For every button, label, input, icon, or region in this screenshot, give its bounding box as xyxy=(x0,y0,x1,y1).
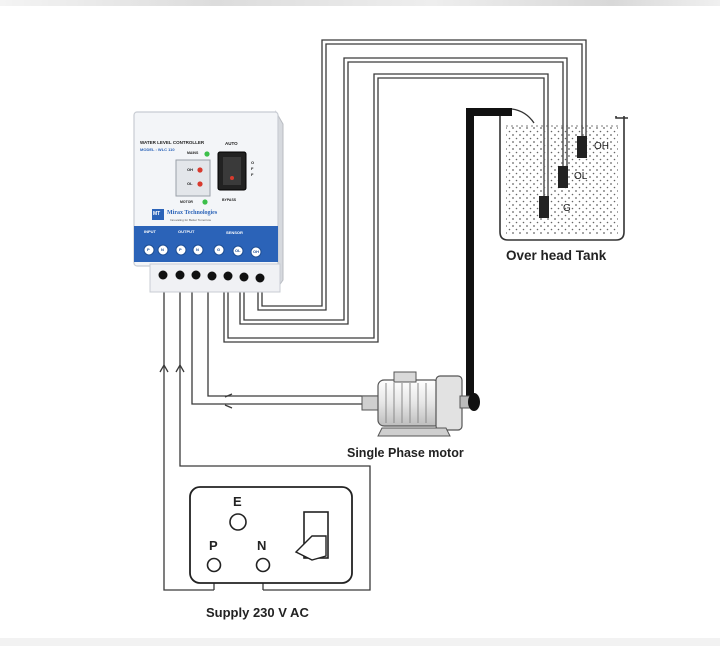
mains-led xyxy=(204,151,210,157)
terminal-hole xyxy=(255,273,265,283)
top-shade xyxy=(0,0,720,6)
panel-group-input: INPUT xyxy=(144,229,156,234)
panel-terminal-label: OL xyxy=(235,248,241,253)
panel-terminal-label: G xyxy=(217,247,221,252)
motor-label: Single Phase motor xyxy=(347,446,464,460)
mains-label: MAINS xyxy=(187,151,199,155)
terminal-hole xyxy=(223,271,233,281)
motor-led-label: MOTOR xyxy=(180,200,193,204)
panel-group-output: OUTPUT xyxy=(178,229,195,234)
motor-led xyxy=(202,199,208,205)
oh-led xyxy=(197,167,203,173)
bottom-shade xyxy=(0,638,720,646)
panel-terminals xyxy=(143,244,262,258)
panel-terminal-label: N xyxy=(161,247,164,252)
supply-switch xyxy=(294,511,329,561)
supply-box xyxy=(189,486,353,584)
panel-terminal-label: P xyxy=(147,247,150,252)
ol-probe-label: OL xyxy=(187,181,193,186)
panel-terminal-label: P xyxy=(179,247,182,252)
brand-tagline: Innovating for Better Tomorrow xyxy=(170,218,211,222)
earth-socket xyxy=(229,513,247,531)
probe-ol xyxy=(558,166,568,188)
terminal-hole xyxy=(191,270,201,280)
controller-model: MODEL : WLC 110 xyxy=(140,147,175,152)
tank-label: Over head Tank xyxy=(506,248,607,263)
panel-group-sensor: SENSOR xyxy=(226,230,243,235)
controller-title: WATER LEVEL CONTROLLER xyxy=(140,140,205,145)
terminal-hole xyxy=(158,270,168,280)
water-pipe xyxy=(466,108,535,402)
phase-label: P xyxy=(209,538,218,553)
brand-name: Mirax Technologies xyxy=(167,210,218,216)
terminal-hole xyxy=(239,272,249,282)
tank-probe-oh-label: OH xyxy=(594,141,609,152)
panel-terminal-label: OH xyxy=(253,249,259,254)
tank-probe-ol-label: OL xyxy=(574,171,588,182)
neutral-socket xyxy=(255,557,271,573)
supply-label: Supply 230 V AC xyxy=(206,605,309,620)
controller-to-motor-wires xyxy=(191,292,380,409)
oh-probe-label: OH xyxy=(187,167,193,172)
controller-to-tank-wires xyxy=(223,39,587,343)
panel-terminal-label: N xyxy=(196,247,199,252)
auto-label: AUTO xyxy=(225,141,238,146)
bypass-label: BYPASS xyxy=(222,198,237,202)
ol-led xyxy=(197,181,203,187)
terminal-hole xyxy=(175,270,185,280)
earth-label: E xyxy=(233,494,242,509)
probe-g xyxy=(539,196,549,218)
phase-socket xyxy=(206,557,222,573)
overhead-tank xyxy=(499,116,628,241)
tank-probe-g-label: G xyxy=(563,203,571,214)
off-label: OFF xyxy=(251,160,255,177)
brand-mark: MT xyxy=(153,211,161,217)
controller-box xyxy=(133,110,284,293)
neutral-label: N xyxy=(257,538,267,553)
terminal-hole xyxy=(207,271,217,281)
motor xyxy=(361,371,480,437)
probe-oh xyxy=(577,136,587,158)
